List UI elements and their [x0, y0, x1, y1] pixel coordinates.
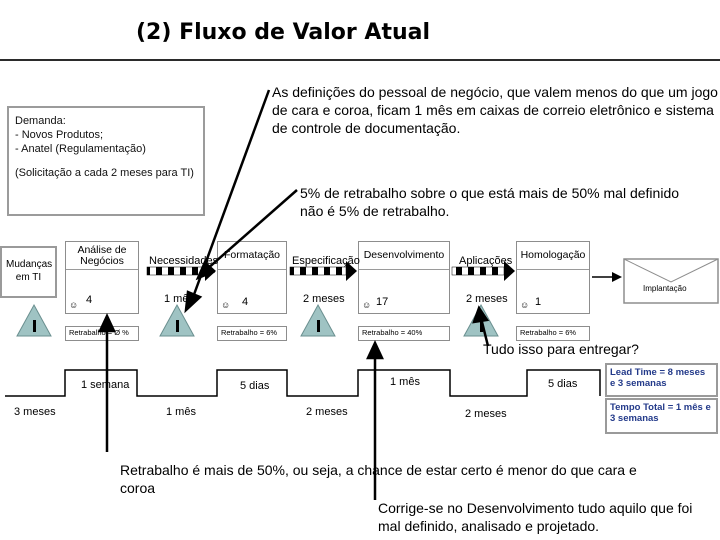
- timeline-line: [5, 369, 601, 397]
- callout-arrow-head: [195, 259, 216, 281]
- flow-label: Especificação: [292, 255, 360, 267]
- inventory-triangle: [159, 303, 195, 337]
- title-divider: [0, 59, 720, 61]
- note-corrige: Corrige-se no Desenvolvimento tudo aquil…: [378, 500, 693, 534]
- implantacao-envelope: [623, 258, 719, 304]
- timeline-high: 5 dias: [548, 378, 578, 390]
- note-entregar: Tudo isso para entregar?: [483, 341, 639, 357]
- timeline-low: 1 mês: [166, 406, 196, 418]
- note-business-definitions: As definições do pessoal de negócio, que…: [272, 84, 718, 136]
- push-arrow: [451, 261, 515, 281]
- process-formatacao: Formatação ☺ 4: [217, 241, 287, 314]
- process-title: Formatação: [218, 242, 286, 270]
- process-desenvolvimento: Desenvolvimento ☺ 17: [358, 241, 450, 314]
- note-retrabalho: Retrabalho é mais de 50%, ou seja, a cha…: [120, 462, 637, 496]
- process-title: Desenvolvimento: [359, 242, 449, 270]
- flow-label: Aplicações: [459, 255, 513, 267]
- demand-line: Demanda:: [15, 115, 66, 127]
- callout-arrow-line: [479, 317, 490, 347]
- timeline-low: 2 meses: [306, 406, 348, 418]
- process-count: 17: [376, 296, 389, 308]
- process-analise-negocios: Análise de Negócios ☺ 4: [65, 241, 139, 314]
- process-count: 1: [535, 296, 542, 308]
- callout-arrow-head: [184, 290, 203, 314]
- wait-time: 2 meses: [466, 293, 508, 305]
- process-count: 4: [86, 294, 93, 306]
- inventory-triangle: [16, 303, 52, 337]
- callout-arrow-head: [366, 340, 384, 360]
- mudancas-label: Mudanças em TI: [6, 259, 53, 283]
- callout-arrow-head: [472, 305, 490, 324]
- operator-icon: ☺: [362, 300, 372, 310]
- implantacao-label: Implantação: [643, 284, 687, 293]
- process-title: Homologação: [517, 242, 589, 270]
- lead-time-box: Lead Time = 8 meses e 3 semanas: [605, 363, 718, 397]
- process-homologacao: Homologação ☺ 1: [516, 241, 590, 314]
- operator-icon: ☺: [221, 300, 231, 310]
- timeline-low: 2 meses: [465, 408, 507, 420]
- flow-label: Necessidades: [149, 255, 219, 267]
- timeline-high: 1 semana: [81, 379, 130, 391]
- callout-arrow-head: [98, 313, 116, 333]
- timeline-high: 1 mês: [390, 376, 420, 388]
- demand-line: (Solicitação a cada 2 meses para TI): [15, 167, 194, 179]
- wait-time: 2 meses: [303, 293, 345, 305]
- mudancas-box: Mudanças em TI: [0, 246, 57, 298]
- timeline-high: 5 dias: [240, 380, 270, 392]
- note-rework-percentage: 5% de retrabalho sobre o que está mais d…: [300, 185, 680, 219]
- total-time-box: Tempo Total = 1 mês e 3 semanas: [605, 398, 718, 434]
- demand-line: - Novos Produtos;: [15, 129, 104, 141]
- page-title: (2) Fluxo de Valor Atual: [136, 20, 431, 45]
- inventory-triangle: [300, 303, 336, 337]
- operator-icon: ☺: [69, 300, 79, 310]
- push-arrow: [592, 272, 622, 282]
- demand-line: - Anatel (Regulamentação): [15, 143, 146, 155]
- demand-box: Demanda: - Novos Produtos; - Anatel (Reg…: [7, 106, 205, 216]
- process-count: 4: [242, 296, 249, 308]
- callout-arrow-line: [205, 189, 298, 271]
- timeline-low: 3 meses: [14, 406, 56, 418]
- push-arrow: [289, 261, 357, 281]
- process-title: Análise de Negócios: [66, 242, 138, 270]
- rework-box: Retrabalho = 40%: [358, 326, 450, 341]
- rework-box: Retrabalho = 6%: [217, 326, 287, 341]
- operator-icon: ☺: [520, 300, 530, 310]
- rework-box: Retrabalho = 6%: [516, 326, 590, 341]
